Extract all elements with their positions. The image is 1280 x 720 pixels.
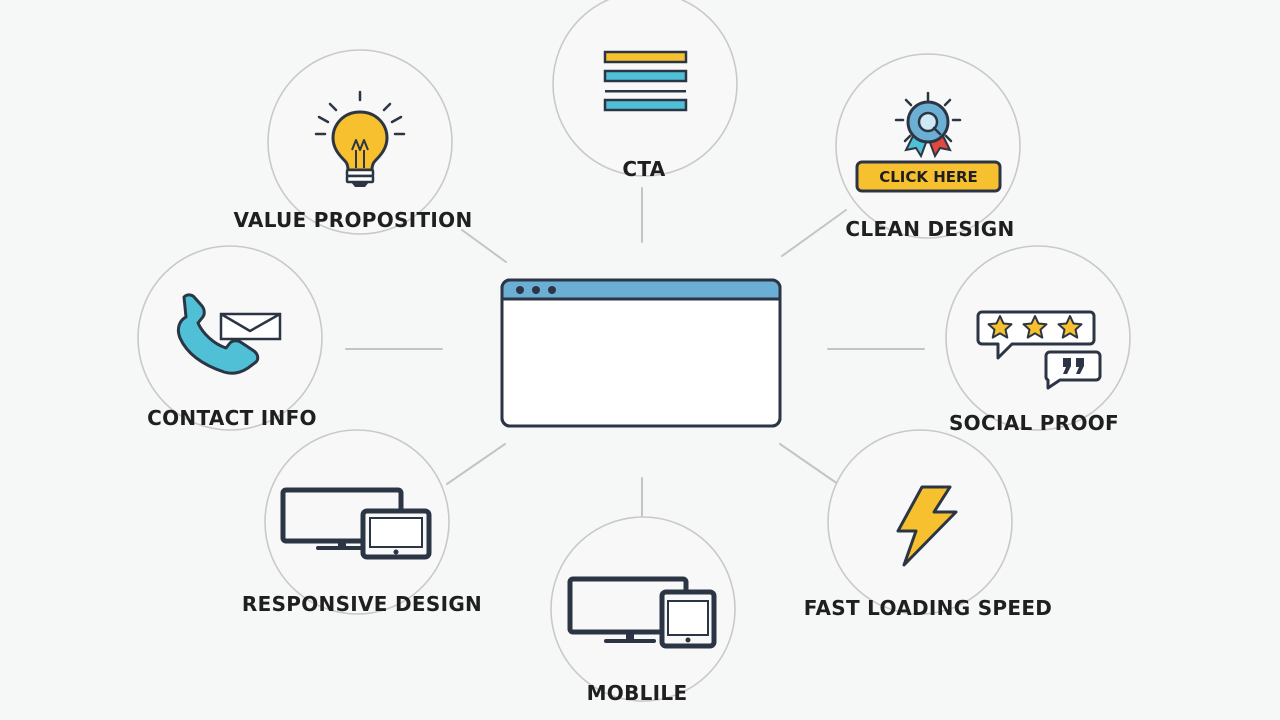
label-fast-loading: FAST LOADING SPEED	[803, 596, 1053, 620]
browser-window-icon	[500, 278, 782, 428]
label-clean-design: CLEAN DESIGN	[845, 217, 1015, 241]
label-contact-info: CONTACT INFO	[147, 406, 317, 430]
monitor-phone-icon	[567, 576, 717, 649]
node-circle-clean-design	[835, 53, 1021, 239]
label-responsive-design: RESPONSIVE DESIGN	[241, 592, 483, 616]
connector-fast-loading	[779, 443, 839, 485]
label-social-proof: SOCIAL PROOF	[948, 411, 1120, 435]
phone-envelope-icon	[176, 293, 282, 375]
click-here-button: CLICK HERE	[855, 160, 1002, 193]
lightning-bolt-icon	[896, 485, 958, 567]
connector-value	[461, 229, 507, 263]
list-lines-icon	[603, 50, 688, 112]
click-here-text: CLICK HERE	[879, 168, 978, 186]
node-circle-cta	[552, 0, 738, 177]
connector-clean-design	[781, 209, 847, 257]
light-bulb-icon	[314, 90, 406, 187]
monitor-tablet-icon	[280, 487, 432, 560]
connectors	[345, 187, 925, 537]
label-mobile: MOBLILE	[586, 681, 688, 705]
label-cta: CTA	[622, 157, 666, 181]
award-badge-icon	[894, 91, 962, 159]
connector-responsive	[446, 443, 506, 485]
rating-bubbles-icon	[976, 310, 1102, 390]
label-value-proposition: VALUE PROPOSITION	[233, 208, 473, 232]
